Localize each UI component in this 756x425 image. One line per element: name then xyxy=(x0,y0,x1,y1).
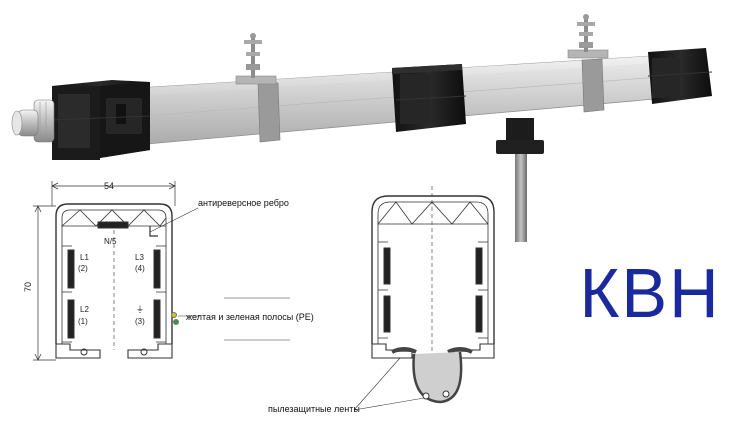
phase-l2-number: (1) xyxy=(78,317,88,326)
left-end-cap xyxy=(51,80,151,160)
phase-l2-label: L2 xyxy=(80,305,89,314)
phase-l3-label: L3 xyxy=(135,253,144,262)
cable-gland xyxy=(11,99,55,143)
hanger-clamp-left xyxy=(235,33,281,143)
current-collector xyxy=(496,118,544,242)
phase-l1-number: (2) xyxy=(78,264,88,273)
cross-section-left xyxy=(33,181,290,361)
phase-l3-number: (4) xyxy=(135,264,145,273)
dust-strips-label: пылезащитные ленты xyxy=(268,404,360,414)
pe-ground-symbol: ⏚ xyxy=(136,305,144,314)
hanger-clamp-right xyxy=(567,14,609,113)
phase-neutral-label: N/5 xyxy=(104,237,117,246)
anti-reverse-rib-label: антиреверсное ребро xyxy=(198,198,289,208)
busbar-3d xyxy=(11,14,713,242)
cross-section-right xyxy=(353,186,495,411)
pe-stripes-label: желтая и зеленая полосы (PE) xyxy=(186,312,314,322)
pe-number: (3) xyxy=(135,317,145,326)
phase-l1-label: L1 xyxy=(80,253,89,262)
width-dimension: 54 xyxy=(104,181,115,191)
middle-joint xyxy=(392,64,467,132)
brand-logo: КВН xyxy=(579,254,721,332)
height-dimension: 70 xyxy=(23,281,33,292)
right-end-cap xyxy=(647,48,713,104)
